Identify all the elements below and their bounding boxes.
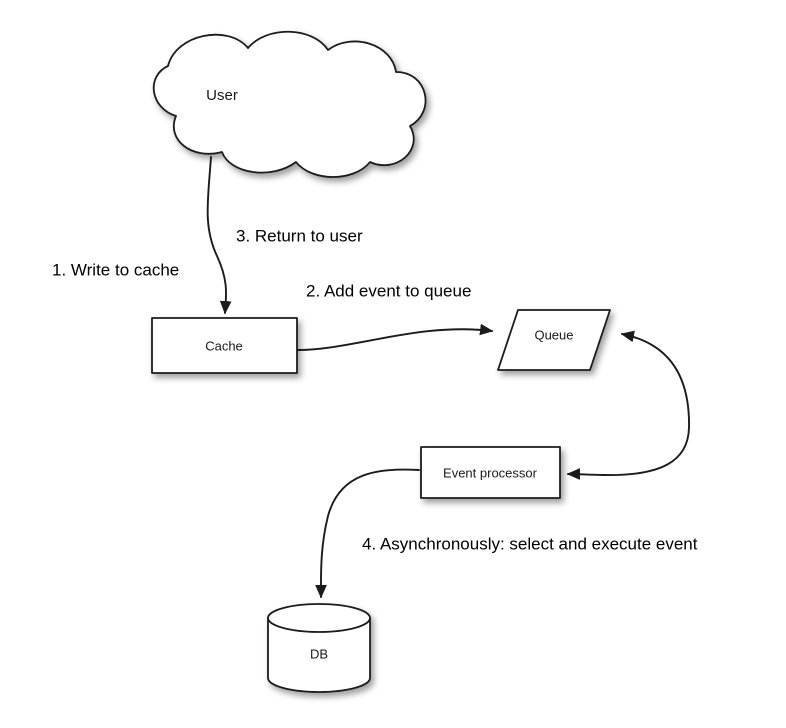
- node-cache[interactable]: [151, 317, 298, 374]
- edge-queue-to-event-processor: [566, 330, 690, 480]
- node-user-label: User: [206, 87, 238, 104]
- node-queue-label: Queue: [534, 327, 573, 342]
- node-cache-label: Cache: [205, 338, 243, 353]
- edge-user-to-cache: [206, 156, 232, 315]
- node-db[interactable]: [267, 603, 371, 693]
- node-db-label: DB: [310, 646, 328, 661]
- event-processor-shape: [420, 446, 561, 499]
- cache-shape: [151, 317, 298, 374]
- step-label-3: 3. Return to user: [236, 226, 363, 245]
- node-event-processor[interactable]: [420, 446, 561, 499]
- db-body-shape: [267, 617, 371, 693]
- step-label-1: 1. Write to cache: [52, 260, 179, 279]
- edge-event-processor-to-db: [315, 468, 420, 599]
- cloud-shape: [152, 30, 427, 178]
- step-label-2: 2. Add event to queue: [306, 281, 471, 300]
- step-label-4: 4. Asynchronously: select and execute ev…: [362, 534, 698, 553]
- edge-cache-to-queue: [297, 323, 494, 351]
- node-user[interactable]: [152, 30, 427, 178]
- db-top-ellipse: [267, 603, 371, 633]
- node-event-processor-label: Event processor: [443, 465, 538, 480]
